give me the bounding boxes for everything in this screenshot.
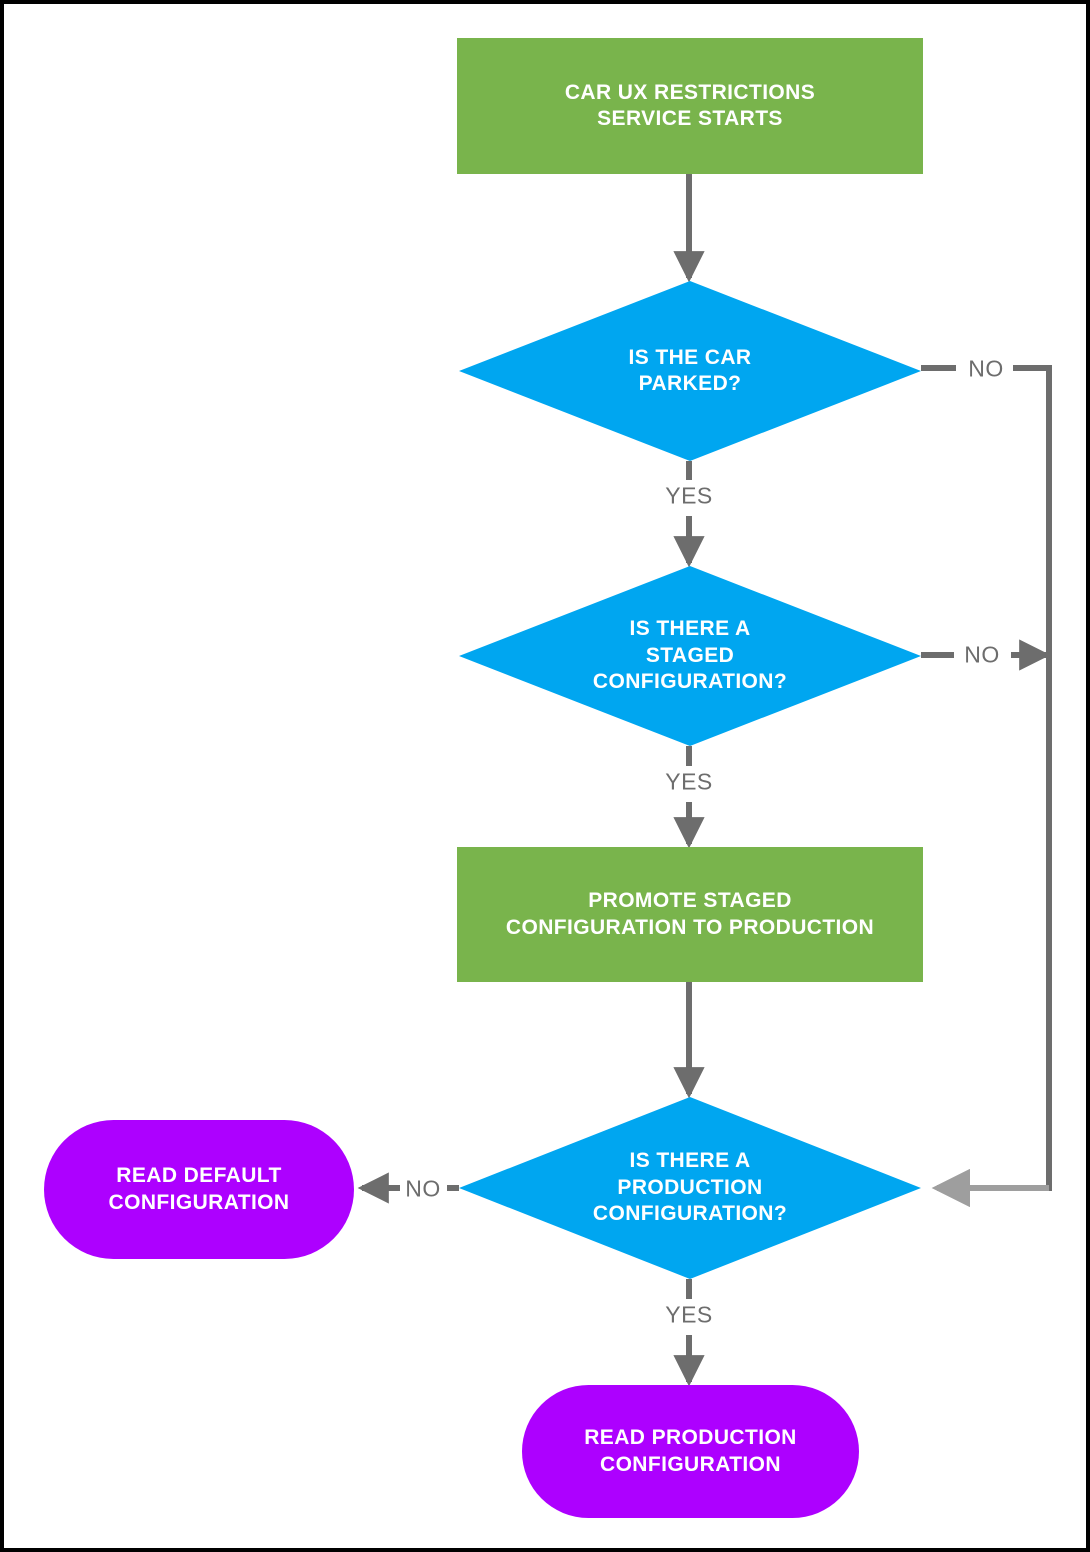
node-label-line-2: CONFIGURATION — [600, 1452, 781, 1476]
node-label: PROMOTE STAGED CONFIGURATION TO PRODUCTI… — [506, 888, 874, 941]
node-label-line-1: IS THERE A — [629, 1149, 751, 1173]
node-label-line-2: STAGED — [645, 643, 735, 667]
node-label: IS THERE A PRODUCTION CONFIGURATION? — [524, 1148, 857, 1227]
edge-label-car-parked-yes: YES — [665, 482, 713, 509]
edge-car-parked-no — [921, 365, 1052, 1191]
node-promote-staged-configuration-to-production[interactable]: PROMOTE STAGED CONFIGURATION TO PRODUCTI… — [457, 847, 923, 982]
node-label: CAR UX RESTRICTIONS SERVICE STARTS — [565, 80, 815, 133]
node-is-there-a-staged-configuration[interactable]: IS THERE A STAGED CONFIGURATION? — [459, 566, 921, 746]
node-is-the-car-parked[interactable]: IS THE CAR PARKED? — [459, 281, 921, 461]
node-is-there-a-production-configuration[interactable]: IS THERE A PRODUCTION CONFIGURATION? — [459, 1097, 921, 1279]
node-label-line-2: CONFIGURATION — [108, 1190, 290, 1214]
node-label: READ PRODUCTION CONFIGURATION — [584, 1425, 797, 1478]
node-label-line-1: PROMOTE STAGED — [588, 889, 792, 913]
node-label-line-2: CONFIGURATION TO PRODUCTION — [505, 915, 875, 939]
edge-label-production-config-no: NO — [405, 1175, 441, 1202]
node-car-ux-restrictions-service-starts[interactable]: CAR UX RESTRICTIONS SERVICE STARTS — [457, 38, 923, 174]
node-label-line-1: READ PRODUCTION — [584, 1426, 797, 1450]
node-label-line-3: CONFIGURATION? — [592, 1202, 788, 1226]
node-label-line-3: CONFIGURATION? — [592, 670, 788, 694]
edge-label-staged-config-no: NO — [964, 641, 1000, 668]
node-label-line-1: IS THERE A — [629, 617, 751, 641]
node-label-line-2: SERVICE STARTS — [597, 107, 783, 130]
node-label: READ DEFAULT CONFIGURATION — [109, 1163, 290, 1216]
node-label: IS THE CAR PARKED? — [524, 345, 857, 398]
edge-label-staged-config-yes: YES — [665, 768, 713, 795]
flowchart-connectors — [357, 174, 1052, 1387]
node-label-line-1: IS THE CAR — [628, 345, 752, 369]
node-label: IS THERE A STAGED CONFIGURATION? — [524, 616, 857, 695]
edge-label-car-parked-no: NO — [968, 355, 1004, 382]
node-label-line-1: CAR UX RESTRICTIONS — [564, 80, 816, 104]
node-label-line-2: PRODUCTION — [617, 1175, 763, 1199]
node-read-default-configuration[interactable]: READ DEFAULT CONFIGURATION — [44, 1120, 354, 1259]
node-label-line-2: PARKED? — [638, 372, 742, 395]
edge-label-production-config-yes: YES — [665, 1301, 713, 1328]
node-label-line-1: READ DEFAULT — [116, 1164, 282, 1188]
node-read-production-configuration[interactable]: READ PRODUCTION CONFIGURATION — [522, 1385, 859, 1518]
